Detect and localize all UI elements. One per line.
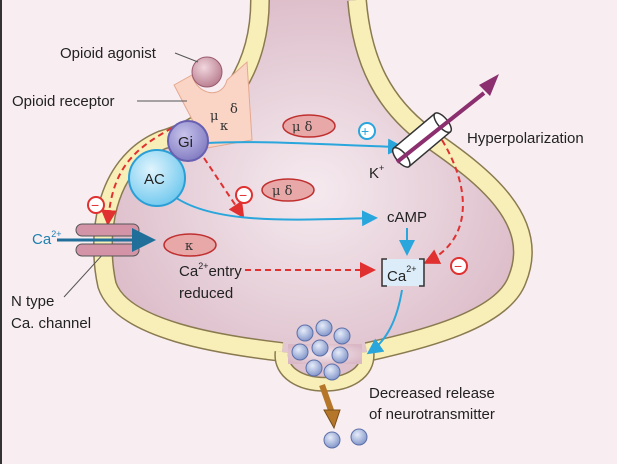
hyperpolarization-label: Hyperpolarization (467, 130, 584, 147)
minus-icon-channel: − (87, 196, 105, 214)
release-label-line1: Decreased release (369, 385, 495, 402)
badge-mu-delta-top: μ δ (282, 114, 336, 138)
ca-entry-reduced-label: reduced (179, 285, 233, 302)
subtype-kappa: κ (220, 119, 228, 134)
opioid-agonist-label: Opioid agonist (60, 45, 157, 62)
subtype-mu: μ (210, 109, 218, 124)
subtype-delta: δ (230, 102, 238, 117)
gi-label: Gi (178, 134, 193, 151)
svg-text:κ: κ (185, 239, 193, 254)
badge-mu-delta-mid: μ δ (261, 178, 315, 202)
svg-text:μ δ: μ δ (292, 120, 313, 135)
ca-channel-label: Ca. channel (11, 315, 91, 332)
vesicle-cluster (291, 319, 368, 449)
opioid-agonist-ball (191, 56, 223, 88)
svg-text:Ca2+: Ca2+ (387, 264, 416, 285)
svg-text:−: − (91, 197, 99, 213)
k-efflux-arrow (395, 91, 486, 164)
ac-enzyme (128, 149, 186, 207)
minus-icon-k: − (450, 257, 468, 275)
release-label-line2: of neurotransmitter (369, 406, 495, 423)
svg-text:−: − (239, 187, 247, 203)
inhibition-arrows (100, 127, 464, 278)
ca-entry-label: Ca2+entry (179, 261, 242, 280)
ac-label: AC (144, 171, 165, 188)
intracellular-ca: Ca2+ (381, 258, 425, 287)
ca-outside-label: Ca2+ (32, 229, 61, 248)
gi-protein (167, 120, 209, 162)
badge-kappa: κ (163, 233, 217, 257)
n-type-label: N type (11, 293, 54, 310)
camp-label: cAMP (387, 209, 427, 226)
plus-icon: + (358, 122, 376, 140)
svg-text:+: + (361, 123, 369, 139)
opioid-receptor-label: Opioid receptor (12, 93, 115, 110)
svg-text:−: − (454, 258, 462, 274)
activation-arrows (171, 138, 415, 355)
release-arrow (319, 383, 335, 415)
k-ion-label: K+ (369, 163, 384, 182)
svg-text:μ δ: μ δ (272, 184, 293, 199)
minus-icon-ac: − (235, 186, 253, 204)
